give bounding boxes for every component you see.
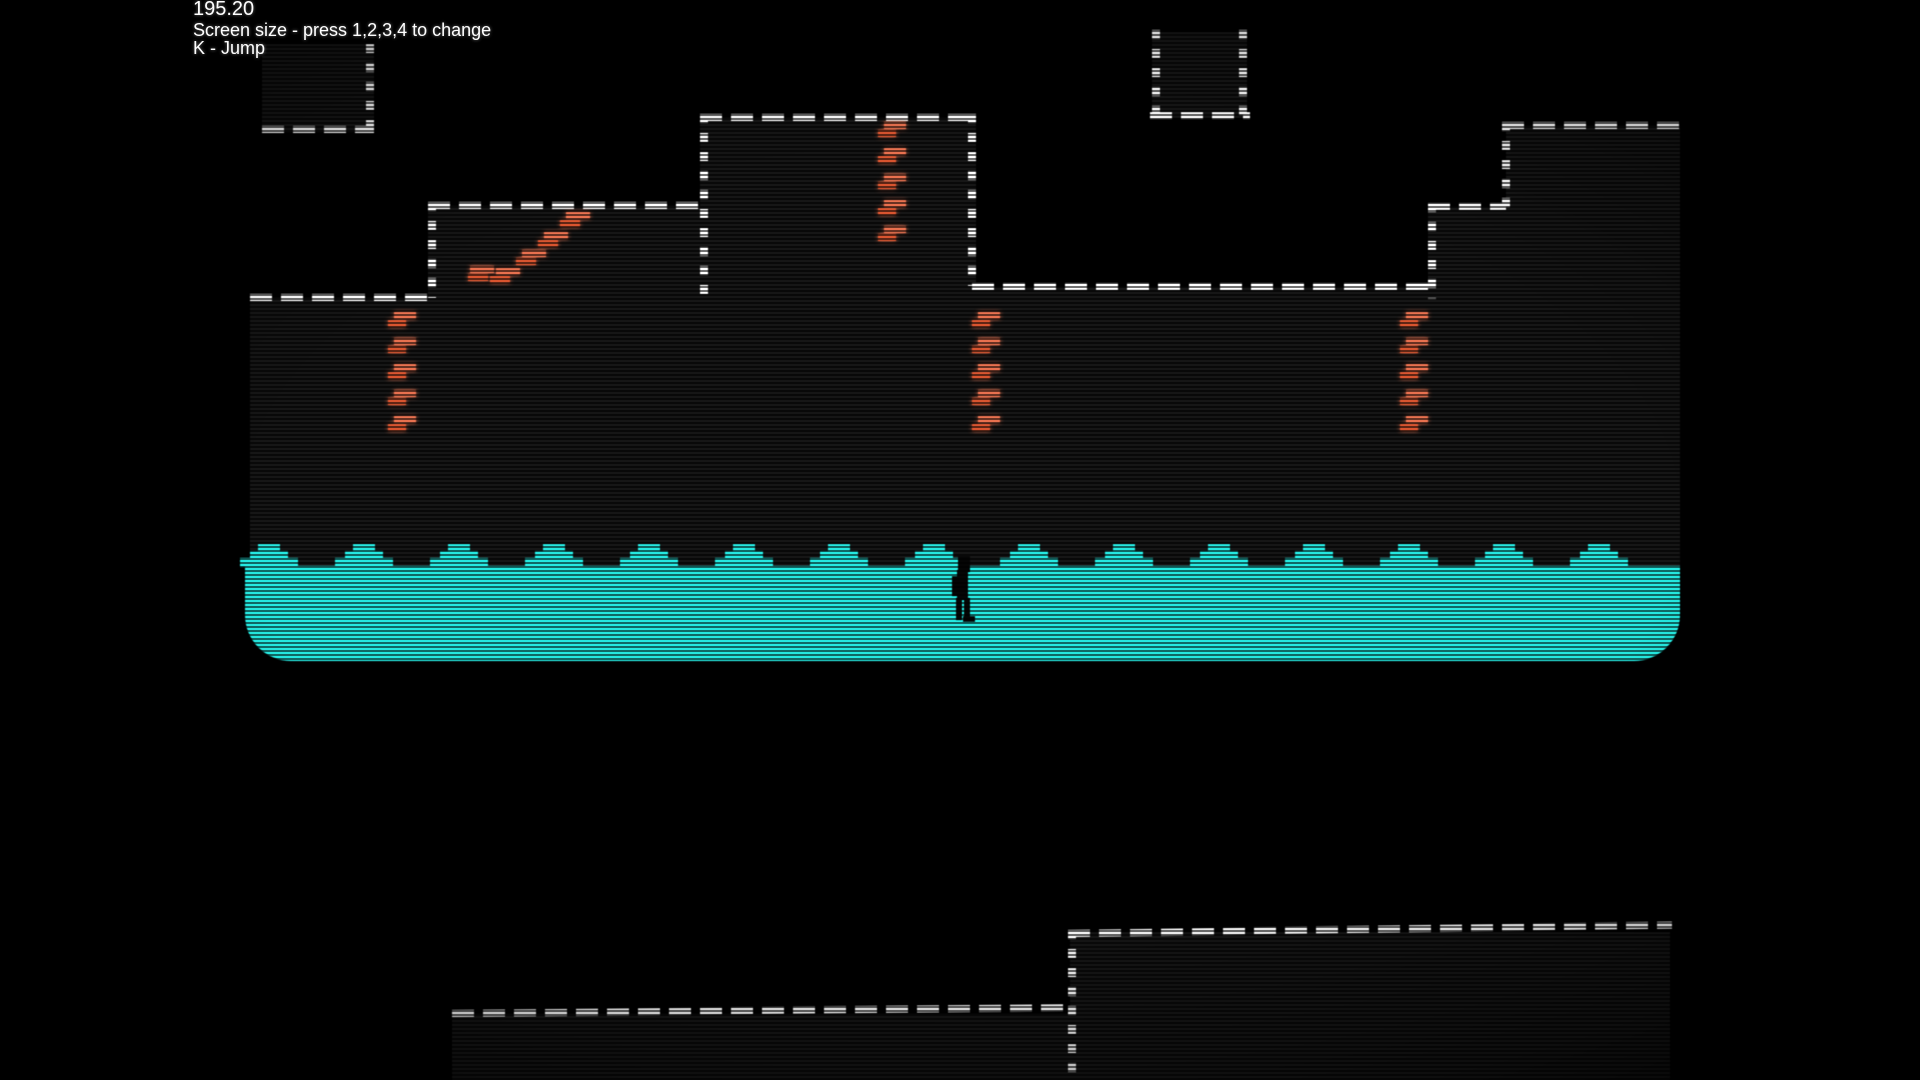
wave-crest — [1018, 544, 1040, 552]
player-character[interactable] — [950, 556, 976, 628]
wave-crest — [1095, 558, 1153, 567]
wave-crest — [1380, 558, 1438, 567]
wave-crest — [335, 558, 393, 567]
player-leg-right — [964, 598, 970, 618]
wave-crest — [1113, 544, 1135, 552]
wave-crest — [345, 551, 383, 559]
wave-crest — [258, 544, 280, 552]
wave-crest — [620, 558, 678, 567]
player-foot — [963, 616, 975, 622]
wave-crest — [923, 544, 945, 552]
wave-crest — [1570, 558, 1628, 567]
wave-crest — [440, 551, 478, 559]
wave-crest — [240, 558, 298, 567]
wave-crest — [1295, 551, 1333, 559]
player-arm — [952, 576, 958, 596]
wave-crest — [250, 551, 288, 559]
wave-crest — [715, 558, 773, 567]
wave-crest — [448, 544, 470, 552]
player-leg-left — [956, 598, 962, 620]
wave-crest — [828, 544, 850, 552]
player-torso — [957, 570, 968, 600]
wave-crest — [810, 558, 868, 567]
wave-crest — [915, 551, 953, 559]
wave-crest — [535, 551, 573, 559]
wave-crest — [525, 558, 583, 567]
wave-crest — [1588, 544, 1610, 552]
wave-crest — [543, 544, 565, 552]
wave-crest — [1485, 551, 1523, 559]
wave-crest — [1580, 551, 1618, 559]
wave-crest — [1000, 558, 1058, 567]
wave-crest — [1105, 551, 1143, 559]
wave-crest — [1010, 551, 1048, 559]
wave-crest — [733, 544, 755, 552]
wave-crest — [1190, 558, 1248, 567]
wave-crest — [1398, 544, 1420, 552]
score-readout: 195.20 — [193, 0, 255, 20]
wave-crest — [630, 551, 668, 559]
jump-key-hint: K - Jump — [193, 38, 266, 58]
wave-crest — [638, 544, 660, 552]
wave-crest — [1303, 544, 1325, 552]
wave-crest — [1285, 558, 1343, 567]
wave-crest — [1390, 551, 1428, 559]
wave-crest — [820, 551, 858, 559]
wave-crest — [353, 544, 375, 552]
wave-crest — [1208, 544, 1230, 552]
screen-size-hint: Screen size - press 1,2,3,4 to change — [193, 20, 492, 40]
hud: 195.20 Screen size - press 1,2,3,4 to ch… — [193, 0, 491, 57]
wave-crest — [1200, 551, 1238, 559]
wave-crest — [1493, 544, 1515, 552]
wave-crest — [725, 551, 763, 559]
wave-crest — [1475, 558, 1533, 567]
wave-crest — [430, 558, 488, 567]
